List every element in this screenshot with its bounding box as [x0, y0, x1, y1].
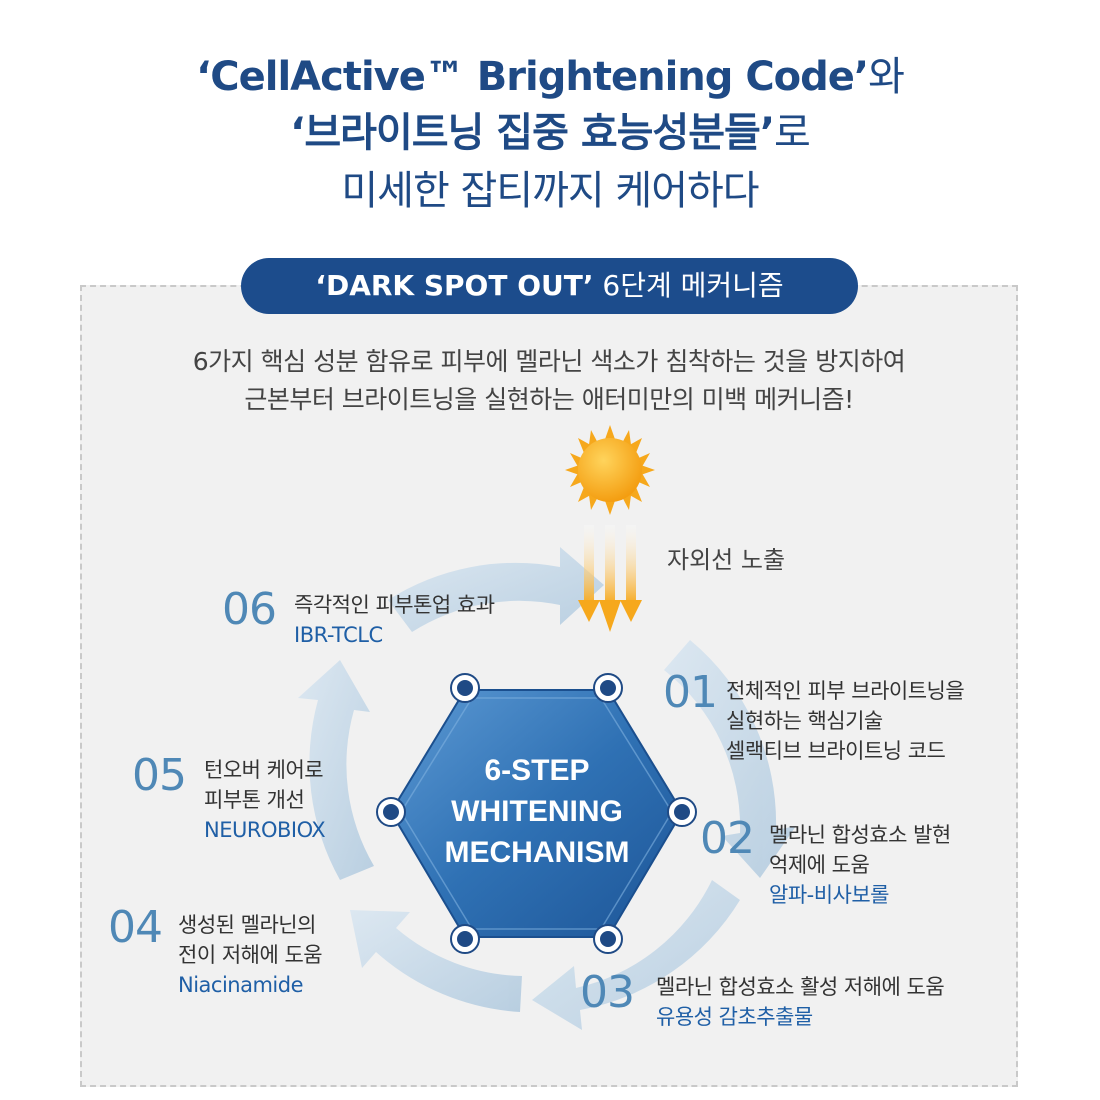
- step-number: 03: [580, 967, 635, 1018]
- step-desc-line: 전이 저해에 도움: [178, 943, 323, 967]
- step-desc-line: 억제에 도움: [769, 853, 870, 877]
- step-description: 턴오버 케어로 피부톤 개선 NEUROBIOX: [204, 755, 326, 845]
- title-brand-code: ‘CellActive™ Brightening Code’: [196, 54, 869, 100]
- node-dot-bottom-left: [450, 924, 480, 954]
- badge-bold-text: ‘DARK SPOT OUT’: [315, 269, 594, 302]
- step-number: 01: [663, 667, 718, 718]
- title-particle-2: 로: [774, 110, 811, 156]
- hexagon-nodes: [376, 673, 697, 954]
- node-dot-top-left: [450, 673, 480, 703]
- node-dot-right: [667, 797, 697, 827]
- step-desc-line: 피부톤 개선: [204, 788, 305, 812]
- intro-line-1: 6가지 핵심 성분 함유로 피부에 멜라닌 색소가 침착하는 것을 방지하여: [192, 347, 906, 376]
- title-particle-1: 와: [868, 54, 905, 100]
- cycle-arrow-right: [664, 640, 796, 878]
- step-description: 멜라닌 합성효소 발현 억제에 도움 알파-비사보롤: [769, 820, 951, 910]
- step-ingredient: Niacinamide: [178, 973, 304, 997]
- step-description: 멜라닌 합성효소 활성 저해에 도움 유용성 감초추출물: [656, 972, 945, 1032]
- badge-rest-text: 6단계 메커니즘: [593, 269, 784, 302]
- node-dot-top-right: [593, 673, 623, 703]
- cycle-arrow-bottom-left: [350, 910, 522, 1012]
- step-ingredient: 알파-비사보롤: [769, 883, 889, 907]
- mechanism-panel: [80, 285, 1018, 1087]
- step-desc-line: 즉각적인 피부톤업 효과: [294, 593, 495, 617]
- step-desc-line: 멜라닌 합성효소 발현: [769, 823, 951, 847]
- step-desc-line: 멜라닌 합성효소 활성 저해에 도움: [656, 975, 945, 999]
- cycle-arrow-top: [388, 547, 604, 632]
- node-dot-bottom-right: [593, 924, 623, 954]
- node-dot-left: [376, 797, 406, 827]
- title-line-2: ‘브라이트닝 집중 효능성분들’로: [0, 100, 1100, 158]
- step-description: 생성된 멜라닌의 전이 저해에 도움 Niacinamide: [178, 910, 323, 1000]
- step-desc-line: 실현하는 핵심기술: [726, 709, 883, 733]
- step-description: 즉각적인 피부톤업 효과 IBR-TCLC: [294, 590, 495, 650]
- cycle-arrow-bottom-right: [532, 880, 740, 1030]
- center-text-line-2: WHITENING: [451, 795, 623, 828]
- title-ingredients: ‘브라이트닝 집중 효능성분들’: [290, 110, 775, 156]
- step-number: 05: [132, 750, 187, 801]
- title-line-1: ‘CellActive™ Brightening Code’와: [0, 44, 1100, 102]
- step-ingredient: 유용성 감초추출물: [656, 1005, 813, 1029]
- title-line-3: 미세한 잡티까지 케어하다: [341, 168, 759, 214]
- step-number: 02: [700, 813, 755, 864]
- cycle-arrow-left: [298, 660, 374, 880]
- step-number: 04: [108, 902, 163, 953]
- intro-line-2: 근본부터 브라이트닝을 실현하는 애터미만의 미백 메커니즘!: [244, 385, 854, 414]
- center-text-line-3: MECHANISM: [445, 836, 630, 869]
- step-ingredient: NEUROBIOX: [204, 818, 326, 842]
- cycle-arrows: [298, 547, 796, 1030]
- step-ingredient: IBR-TCLC: [294, 623, 383, 647]
- step-desc-line: 턴오버 케어로: [204, 758, 324, 782]
- step-desc-line: 전체적인 피부 브라이트닝을: [726, 679, 965, 703]
- uv-rays: [578, 525, 642, 632]
- step-desc-line: 셀랙티브 브라이트닝 코드: [726, 739, 946, 763]
- step-number: 06: [222, 584, 277, 635]
- step-desc-line: 생성된 멜라닌의: [178, 913, 316, 937]
- step-description: 전체적인 피부 브라이트닝을 실현하는 핵심기술 셀랙티브 브라이트닝 코드: [726, 676, 965, 766]
- center-text-line-1: 6-STEP: [484, 754, 589, 787]
- mechanism-badge: ‘DARK SPOT OUT’ 6단계 메커니즘: [241, 258, 858, 314]
- uv-exposure-label: 자외선 노출: [667, 546, 786, 574]
- sun-icon: [565, 425, 655, 515]
